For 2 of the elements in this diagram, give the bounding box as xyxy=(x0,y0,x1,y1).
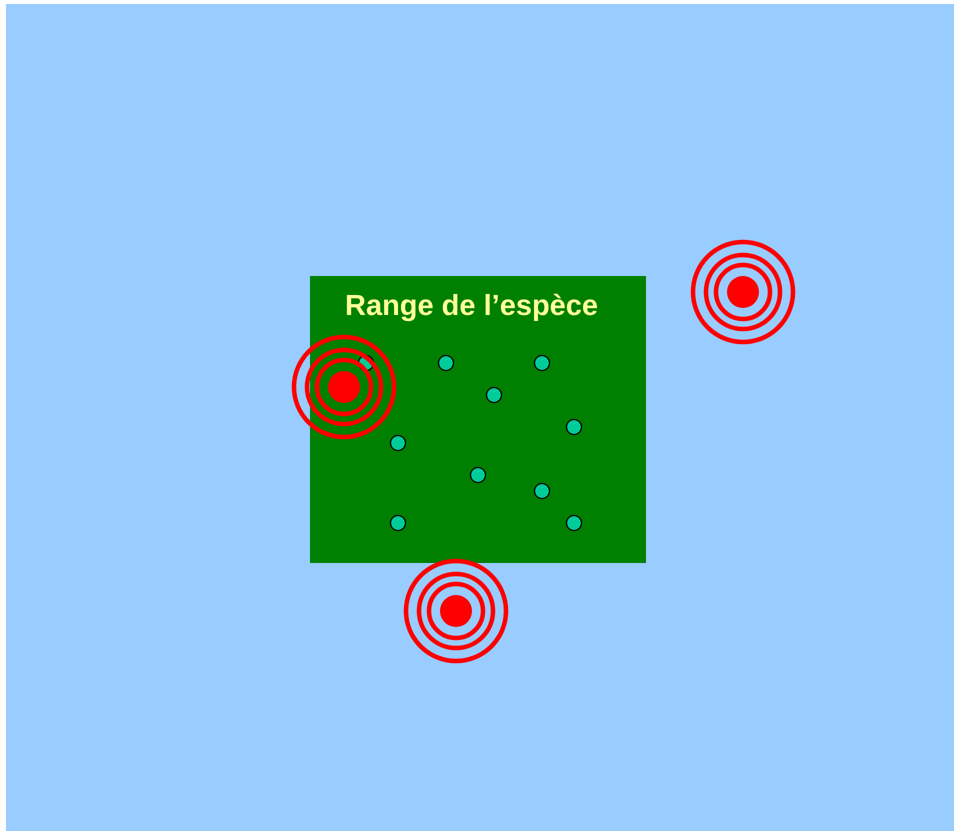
range-title: Range de l’espèce xyxy=(345,290,598,323)
range-area xyxy=(310,276,646,563)
